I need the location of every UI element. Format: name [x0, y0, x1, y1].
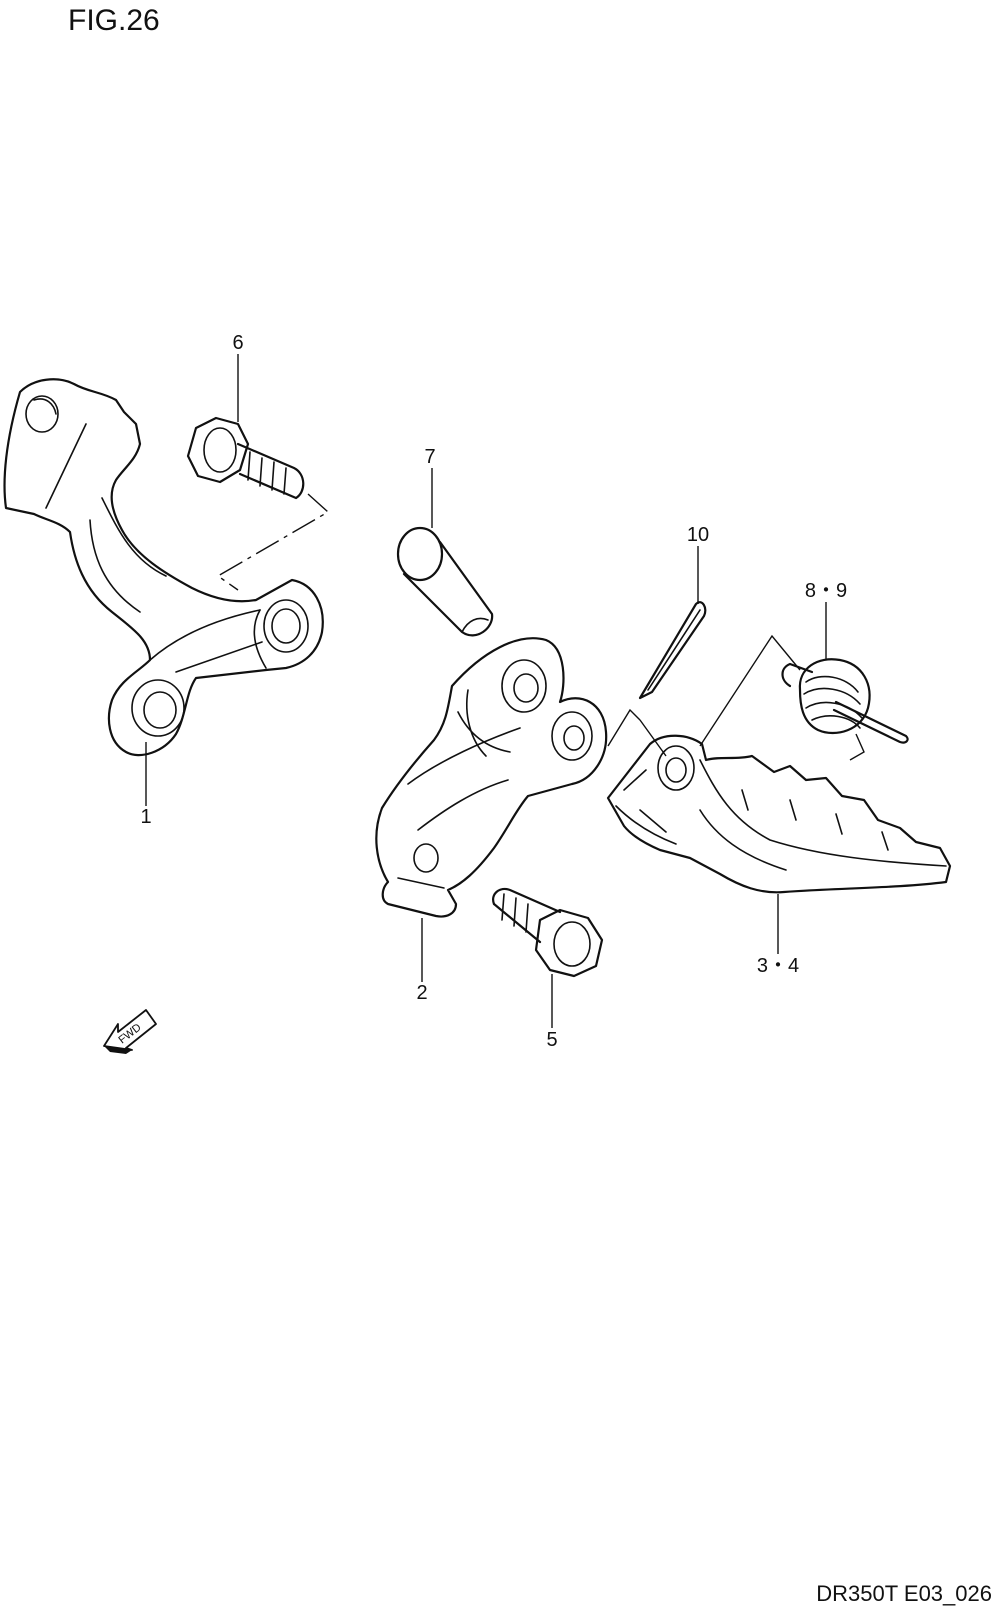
part-7-pin[interactable]: [396, 526, 494, 637]
callout-7: 7: [424, 446, 435, 468]
callout-8-9: 8・9: [805, 580, 847, 602]
callout-3-4: 3・4: [757, 955, 799, 977]
part-1-bracket[interactable]: [3, 378, 324, 757]
part-6-bolt[interactable]: [186, 416, 305, 500]
assembly-line-spring: [699, 634, 865, 761]
callout-2: 2: [416, 982, 427, 1004]
callout-1: 1: [140, 806, 151, 828]
part-2-footrest-bracket[interactable]: [375, 637, 608, 918]
callout-10: 10: [687, 524, 709, 546]
part-8-9-spring[interactable]: [781, 658, 909, 744]
fwd-label: FWD: [116, 1021, 143, 1046]
part-10-cotter-pin[interactable]: [638, 601, 707, 700]
assembly-line-cotter: [607, 708, 667, 757]
fwd-arrow-icon: FWD: [103, 1009, 157, 1054]
alignment-line-6-to-1: [216, 493, 330, 591]
part-3-4-footrest[interactable]: [606, 734, 952, 894]
callout-5: 5: [546, 1029, 557, 1051]
diagram-code: DR350T E03_026: [816, 1581, 992, 1606]
figure-label: FIG.26: [68, 4, 160, 37]
callout-6: 6: [232, 332, 243, 354]
part-5-bolt[interactable]: [492, 887, 604, 978]
